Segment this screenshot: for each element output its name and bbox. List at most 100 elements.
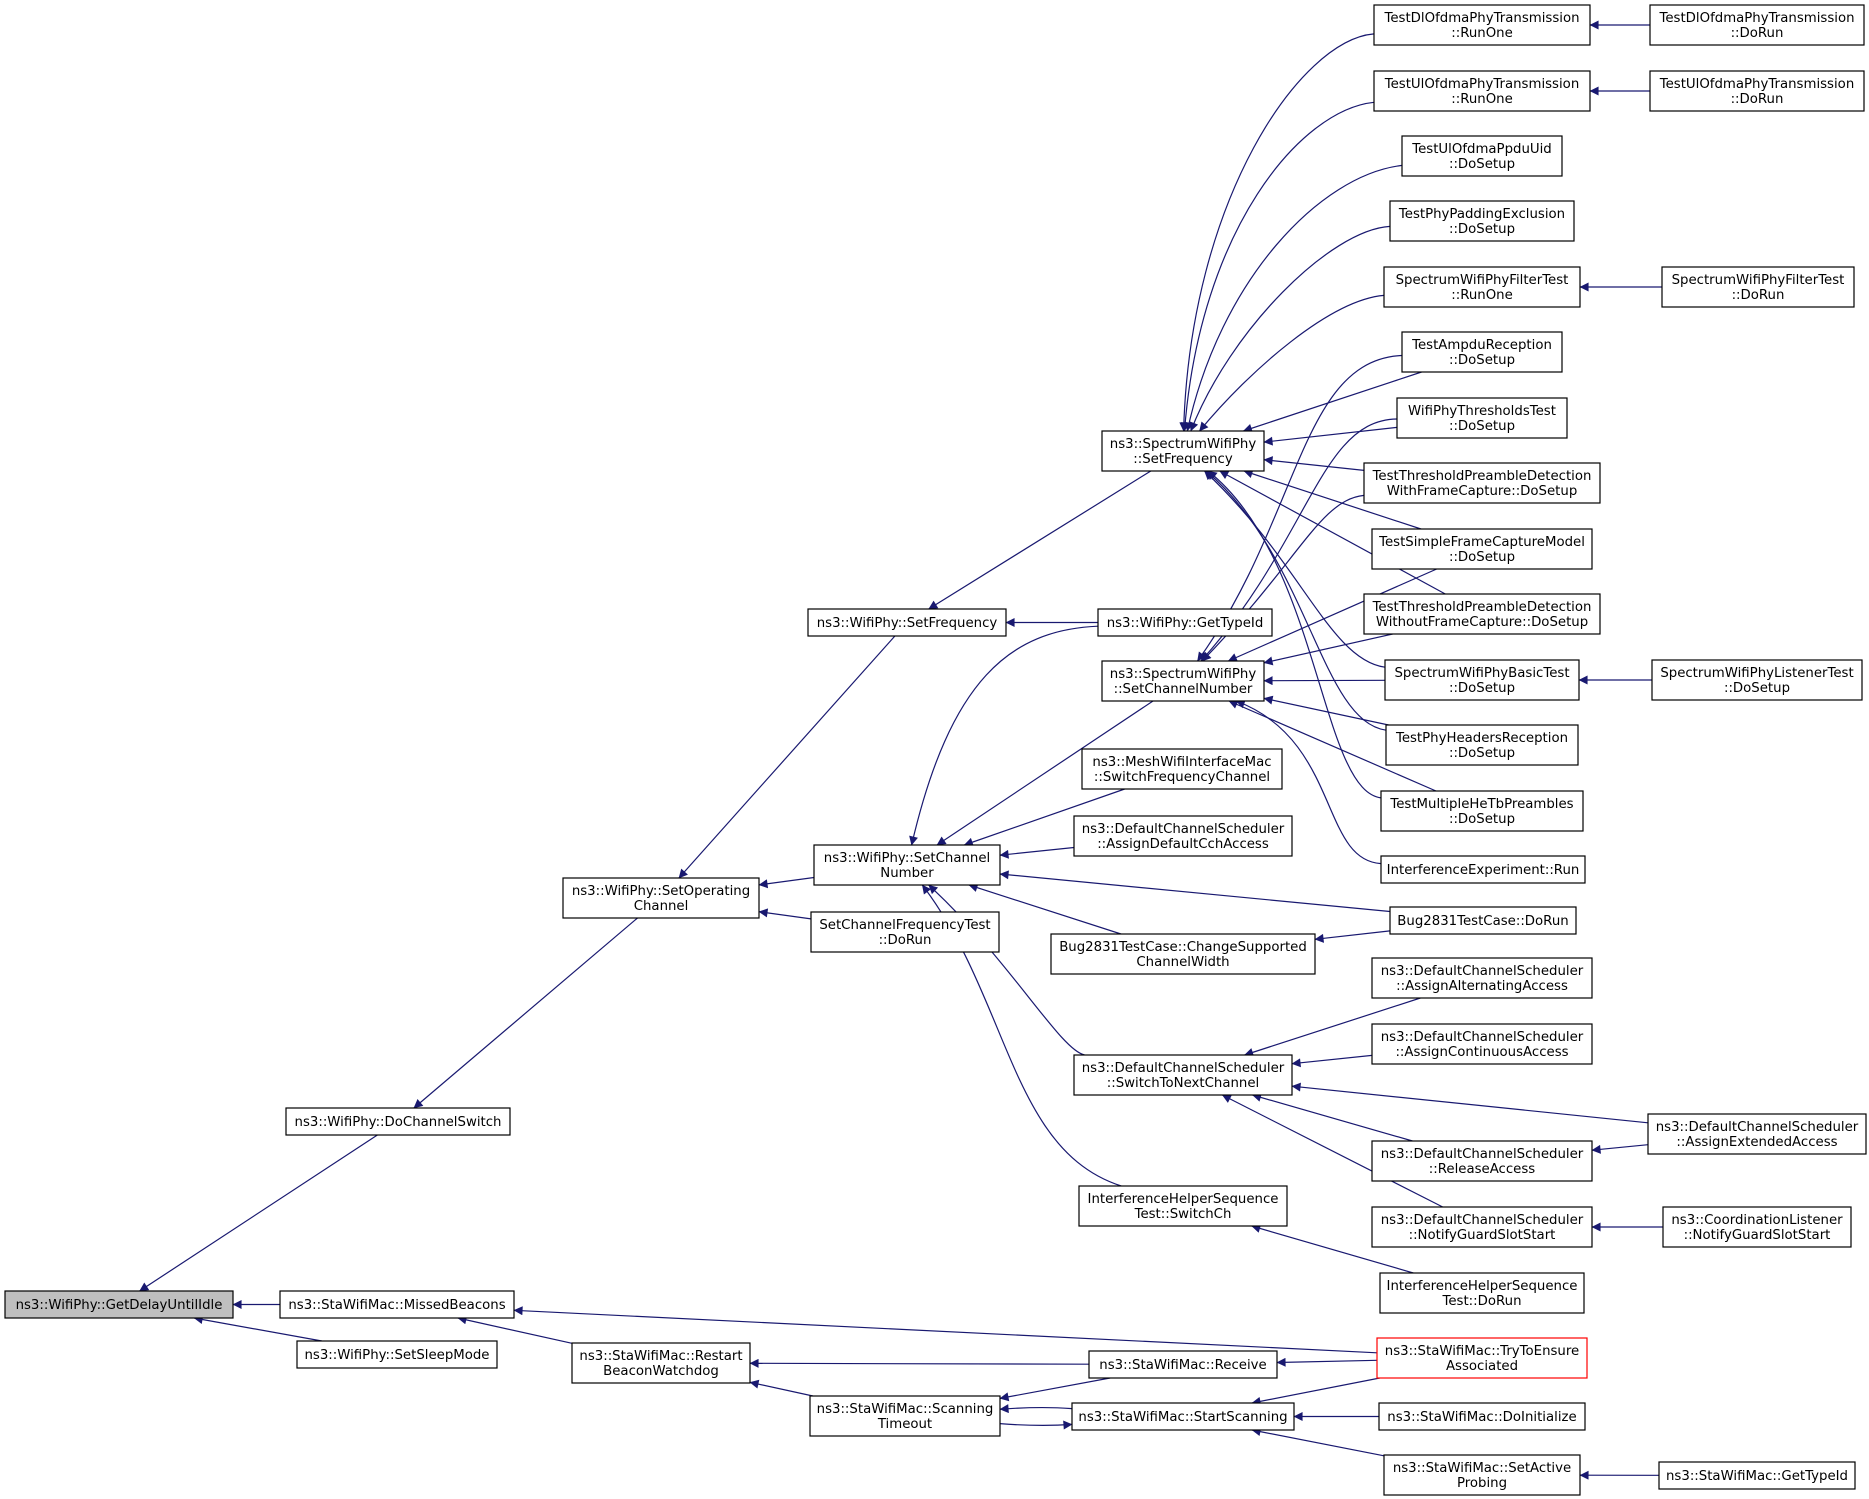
node-box (807, 608, 1007, 637)
node-startScanning[interactable]: ns3::StaWifiMac::StartScanning (1071, 1402, 1295, 1431)
node-label: SpectrumWifiPhyListenerTest (1660, 666, 1853, 681)
node-box (1647, 1113, 1867, 1155)
node-label: SpectrumWifiPhyFilterTest (1396, 273, 1569, 288)
node-spectrumSetFrequency[interactable]: ns3::SpectrumWifiPhy::SetFrequency (1101, 430, 1265, 472)
node-label: ns3::WifiPhy::SetSleepMode (304, 1348, 489, 1363)
node-label: TestDlOfdmaPhyTransmission (1383, 11, 1579, 26)
node-setSleepMode[interactable]: ns3::WifiPhy::SetSleepMode (296, 1340, 498, 1369)
node-label: ns3::DefaultChannelScheduler (1381, 964, 1584, 979)
edge-interfExpRun-to-spectrumSetChannelNumber (1235, 699, 1382, 865)
node-box (1363, 593, 1601, 635)
node-switchToNextChannel[interactable]: ns3::DefaultChannelScheduler::SwitchToNe… (1073, 1054, 1293, 1096)
node-box (1371, 1140, 1593, 1182)
node-label: ::DoSetup (1449, 812, 1515, 827)
node-label: ns3::StaWifiMac::Scanning (817, 1402, 994, 1417)
node-dlOfdmaRunOne[interactable]: TestDlOfdmaPhyTransmission::RunOne (1373, 4, 1591, 46)
node-label: ns3::StaWifiMac::Restart (579, 1349, 742, 1364)
node-box (1401, 135, 1563, 177)
node-paddingExclusion[interactable]: TestPhyPaddingExclusion::DoSetup (1389, 200, 1575, 242)
node-wifiSetFrequency[interactable]: ns3::WifiPhy::SetFrequency (807, 608, 1007, 637)
node-label: WithoutFrameCapture::DoSetup (1376, 615, 1588, 630)
node-coordNotify[interactable]: ns3::CoordinationListener::NotifyGuardSl… (1662, 1206, 1852, 1248)
node-notifyGuardSched[interactable]: ns3::DefaultChannelScheduler::NotifyGuar… (1371, 1206, 1593, 1248)
node-staGetTypeId[interactable]: ns3::StaWifiMac::GetTypeId (1658, 1461, 1856, 1490)
edge-bug2831DoRun-to-wifiSetChannelNumber (999, 870, 1391, 913)
node-filterRunOne[interactable]: SpectrumWifiPhyFilterTest::RunOne (1383, 266, 1581, 308)
node-simpleFrameCapture[interactable]: TestSimpleFrameCaptureModel::DoSetup (1371, 528, 1593, 570)
node-label: TestAmpduReception (1411, 338, 1552, 353)
node-label: ::DoRun (1731, 26, 1784, 41)
node-thresholdWithout[interactable]: TestThresholdPreambleDetectionWithoutFra… (1363, 593, 1601, 635)
node-label: Bug2831TestCase::DoRun (1397, 914, 1568, 929)
node-dlOfdmaDoRun[interactable]: TestDlOfdmaPhyTransmission::DoRun (1649, 4, 1865, 46)
node-headersReception[interactable]: TestPhyHeadersReception::DoSetup (1385, 724, 1579, 766)
node-label: ::SetFrequency (1133, 452, 1233, 467)
node-ulPpduUid[interactable]: TestUlOfdmaPpduUid::DoSetup (1401, 135, 1563, 177)
node-basicTest[interactable]: SpectrumWifiPhyBasicTest::DoSetup (1384, 659, 1580, 701)
node-bug2831Change[interactable]: Bug2831TestCase::ChangeSupportedChannelW… (1050, 933, 1316, 975)
node-box (1380, 790, 1584, 832)
node-label: TestPhyHeadersReception (1395, 731, 1568, 746)
node-thresholdWith[interactable]: TestThresholdPreambleDetectionWithFrameC… (1363, 462, 1601, 504)
node-ulOfdmaRunOne[interactable]: TestUlOfdmaPhyTransmission::RunOne (1373, 70, 1591, 112)
node-interfExpRun[interactable]: InterferenceExperiment::Run (1380, 855, 1586, 884)
node-box (813, 844, 1001, 886)
node-box (1371, 1206, 1593, 1248)
node-receive[interactable]: ns3::StaWifiMac::Receive (1088, 1350, 1278, 1379)
node-releaseAccess[interactable]: ns3::DefaultChannelScheduler::ReleaseAcc… (1371, 1140, 1593, 1182)
node-multipleHeTb[interactable]: TestMultipleHeTbPreambles::DoSetup (1380, 790, 1584, 832)
node-ampduReception[interactable]: TestAmpduReception::DoSetup (1401, 331, 1563, 373)
edge-dlOfdmaRunOne-to-spectrumSetFrequency (1179, 33, 1375, 432)
node-box (1073, 815, 1293, 857)
node-label: ns3::SpectrumWifiPhy (1110, 667, 1257, 682)
edge-headersReception-to-spectrumSetChannelNumber (1263, 695, 1389, 726)
node-label: ::DoSetup (1724, 681, 1790, 696)
node-doChannelSwitch[interactable]: ns3::WifiPhy::DoChannelSwitch (285, 1107, 511, 1136)
node-label: ns3::DefaultChannelScheduler (1082, 822, 1285, 837)
node-box (1401, 331, 1563, 373)
node-box (1389, 906, 1577, 935)
node-doInitialize[interactable]: ns3::StaWifiMac::DoInitialize (1378, 1402, 1586, 1431)
node-thresholdsTest[interactable]: WifiPhyThresholdsTest::DoSetup (1396, 397, 1568, 439)
edge-paddingExclusion-to-spectrumSetFrequency (1189, 225, 1391, 432)
node-spectrumSetChannelNumber[interactable]: ns3::SpectrumWifiPhy::SetChannelNumber (1101, 660, 1265, 702)
node-ulOfdmaDoRun[interactable]: TestUlOfdmaPhyTransmission::DoRun (1649, 70, 1865, 112)
node-assignAlternating[interactable]: ns3::DefaultChannelScheduler::AssignAlte… (1371, 957, 1593, 999)
node-box (809, 1395, 1001, 1437)
node-filterDoRun[interactable]: SpectrumWifiPhyFilterTest::DoRun (1661, 266, 1855, 308)
edge-thresholdWith-to-spectrumSetFrequency (1263, 456, 1365, 471)
edge-thresholdWithout-to-spectrumSetChannelNumber (1263, 633, 1393, 666)
node-label: ns3::StaWifiMac::GetTypeId (1666, 1469, 1848, 1484)
node-missedBeacons[interactable]: ns3::StaWifiMac::MissedBeacons (279, 1290, 515, 1319)
node-meshSwitch[interactable]: ns3::MeshWifiInterfaceMac::SwitchFrequen… (1081, 748, 1283, 790)
node-label: InterferenceHelperSequence (1088, 1192, 1279, 1207)
node-assignContinuous[interactable]: ns3::DefaultChannelScheduler::AssignCont… (1371, 1023, 1593, 1065)
edge-bug2831Change-to-wifiSetChannelNumber (968, 883, 1122, 935)
node-label: Test::DoRun (1441, 1294, 1521, 1309)
node-setChannelFreqTest[interactable]: SetChannelFrequencyTest::DoRun (810, 911, 1000, 953)
node-bug2831DoRun[interactable]: Bug2831TestCase::DoRun (1389, 906, 1577, 935)
node-label: ChannelWidth (1136, 955, 1229, 970)
node-label: ::SwitchToNextChannel (1107, 1076, 1260, 1091)
node-getTypeIdPhy[interactable]: ns3::WifiPhy::GetTypeId (1097, 608, 1273, 637)
node-label: ns3::StaWifiMac::Receive (1099, 1358, 1266, 1373)
node-box (1373, 70, 1591, 112)
node-assignDefaultCch[interactable]: ns3::DefaultChannelScheduler::AssignDefa… (1073, 815, 1293, 857)
node-wifiSetChannelNumber[interactable]: ns3::WifiPhy::SetChannelNumber (813, 844, 1001, 886)
node-label: ::DoSetup (1449, 157, 1515, 172)
node-root[interactable]: ns3::WifiPhy::GetDelayUntilIdle (4, 1290, 234, 1319)
node-listenerSetup[interactable]: SpectrumWifiPhyListenerTest::DoSetup (1651, 659, 1863, 701)
node-label: TestThresholdPreambleDetection (1372, 469, 1592, 484)
edge-assignDefaultCch-to-wifiSetChannelNumber (999, 846, 1075, 859)
node-assignExtended[interactable]: ns3::DefaultChannelScheduler::AssignExte… (1647, 1113, 1867, 1155)
edge-getTypeIdPhy-to-wifiSetChannelNumber (909, 625, 1099, 846)
node-label: BeaconWatchdog (603, 1364, 719, 1379)
node-box (1380, 855, 1586, 884)
